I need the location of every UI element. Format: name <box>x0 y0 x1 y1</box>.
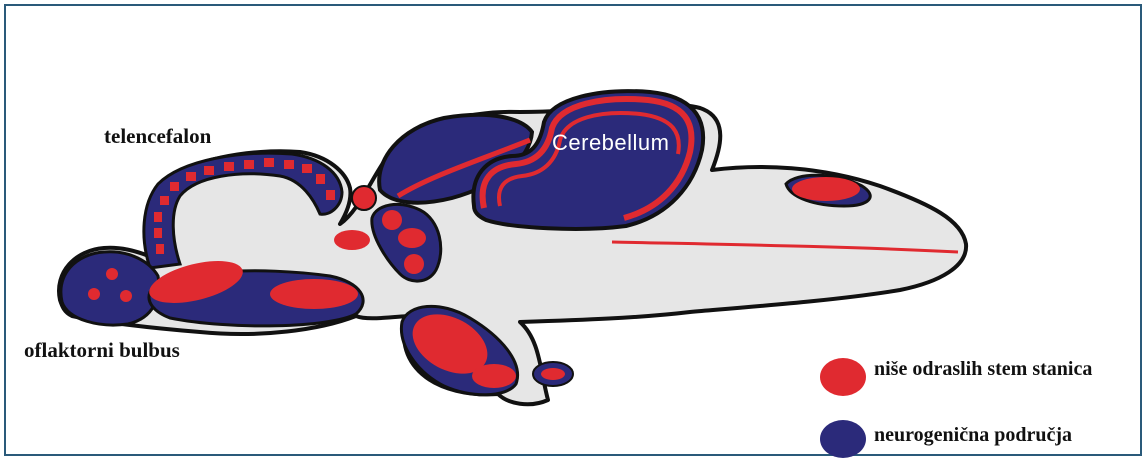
hindbrain-niche <box>792 177 860 201</box>
pituitary-niche <box>541 368 565 380</box>
dien-niche-1 <box>352 186 376 210</box>
legend-item-neurogenic-areas: neurogenična područja <box>820 420 1072 458</box>
dien-niche-2 <box>334 230 370 250</box>
label-cerebellum: Cerebellum <box>552 130 670 156</box>
label-telencephalon: telencefalon <box>104 124 211 149</box>
legend-swatch-blue <box>820 420 866 458</box>
legend-item-stem-cell-niches: niše odraslih stem stanica <box>820 358 1104 396</box>
hypothalamus-niche-2 <box>472 364 516 388</box>
legend-label: neurogenična područja <box>874 422 1072 448</box>
ventral-niche-2 <box>270 279 358 309</box>
label-olfactory-bulb: oflaktorni bulbus <box>24 338 180 363</box>
olfactory-bulb <box>61 252 159 325</box>
legend-swatch-red <box>820 358 866 396</box>
legend-label: niše odraslih stem stanica <box>874 356 1104 382</box>
